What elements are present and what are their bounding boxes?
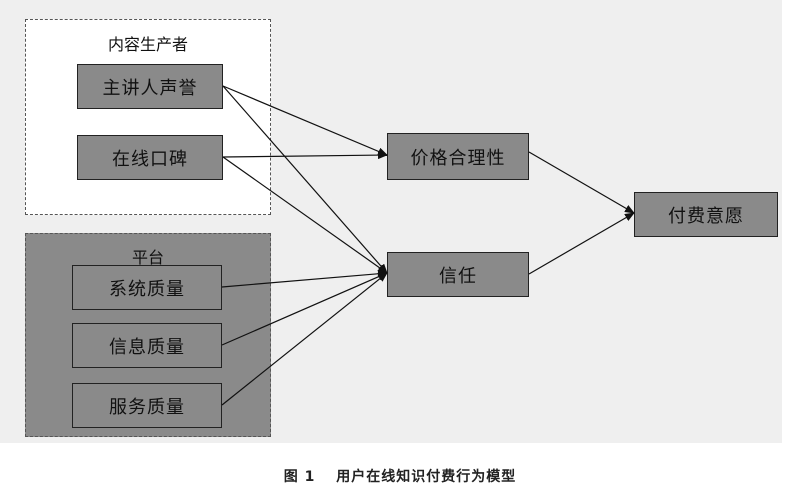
node-reputation: 主讲人声誉	[77, 64, 223, 109]
group-platform: 平台	[25, 233, 271, 437]
edge-trust-to-willingness-to-pay	[528, 212, 635, 275]
node-word-of-mouth: 在线口碑	[77, 135, 223, 180]
group-title-content-producer: 内容生产者	[107, 35, 188, 54]
edge-service-quality-to-trust	[221, 272, 388, 406]
group-title-platform: 平台	[131, 248, 164, 267]
edge-reputation-to-trust	[222, 85, 388, 274]
node-service-quality: 服务质量	[72, 383, 222, 428]
node-trust: 信任	[387, 252, 529, 297]
node-system-quality: 系统质量	[72, 265, 222, 310]
edge-information-quality-to-trust	[221, 272, 388, 346]
edge-reputation-to-price-rationality	[222, 85, 388, 156]
edge-price-rationality-to-willingness-to-pay	[528, 151, 635, 214]
figure-caption: 图 1 用户在线知识付费行为模型	[283, 469, 517, 485]
edge-word-of-mouth-to-trust	[222, 156, 388, 274]
node-willingness-to-pay: 付费意愿	[634, 192, 778, 237]
group-content-producer: 内容生产者	[25, 19, 271, 215]
node-information-quality: 信息质量	[72, 323, 222, 368]
node-price-rationality: 价格合理性	[387, 133, 529, 180]
edge-word-of-mouth-to-price-rationality	[222, 151, 388, 160]
edge-system-quality-to-trust	[221, 269, 388, 288]
